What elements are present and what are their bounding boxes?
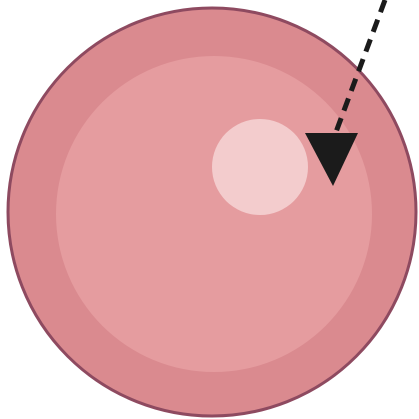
sphere-inner-body [56,56,372,372]
sphere-highlight [212,119,308,215]
